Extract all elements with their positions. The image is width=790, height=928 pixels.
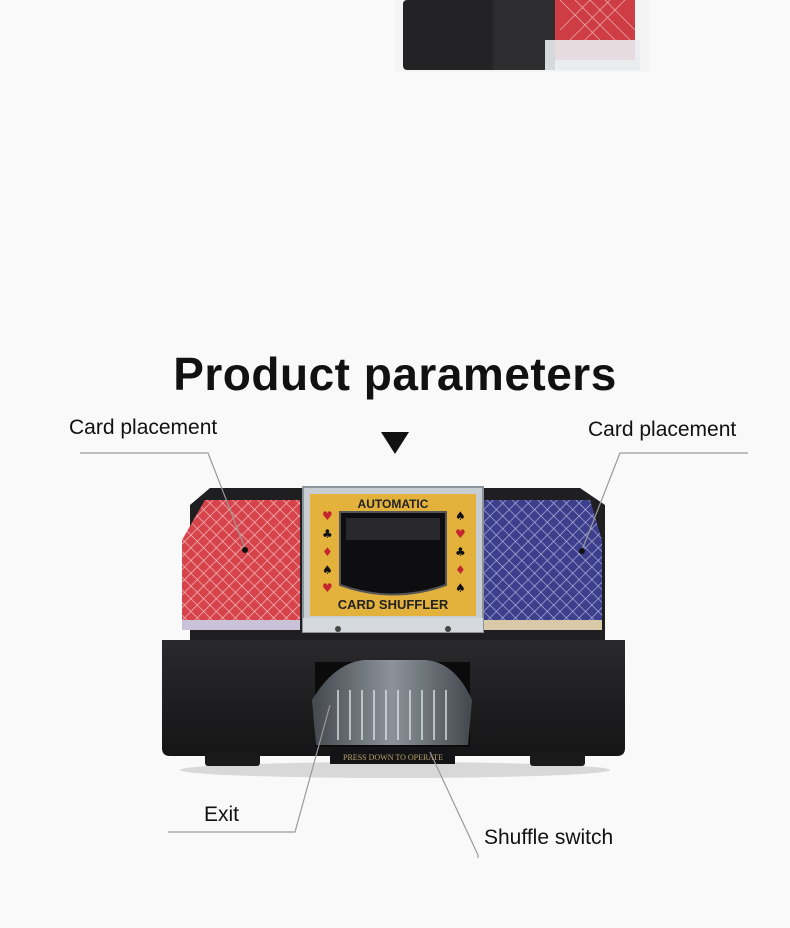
leader-exit <box>168 704 331 833</box>
callout-right-card-placement: Card placement <box>588 418 737 441</box>
brand-line-text: AUTOMATIC <box>358 497 429 511</box>
svg-text:♠: ♠ <box>455 581 466 595</box>
card-chute <box>312 660 472 745</box>
svg-text:♣: ♣ <box>455 545 466 559</box>
svg-text:♦: ♦ <box>322 545 333 559</box>
svg-text:♥: ♥ <box>322 509 333 523</box>
switch-label-text: PRESS DOWN TO OPERATE <box>343 753 443 762</box>
device-name-text: CARD SHUFFLER <box>338 597 449 612</box>
callout-shuffle-switch: Shuffle switch <box>484 826 614 849</box>
leader-shuffle-switch <box>429 751 479 858</box>
blue-card-deck <box>478 500 602 625</box>
svg-text:♦: ♦ <box>455 563 466 577</box>
svg-text:♣: ♣ <box>322 527 333 541</box>
top-product-photo <box>395 0 650 72</box>
svg-text:♥: ♥ <box>322 581 333 595</box>
red-card-deck <box>182 500 300 625</box>
svg-text:♠: ♠ <box>455 509 466 523</box>
callout-left-card-placement: Card placement <box>69 416 218 439</box>
callout-exit: Exit <box>204 803 240 826</box>
down-arrow-icon <box>381 432 409 454</box>
leader-left-placement <box>80 452 246 549</box>
svg-text:♠: ♠ <box>322 563 333 577</box>
page-title: Product parameters <box>173 347 617 400</box>
leader-right-placement <box>581 452 748 551</box>
svg-text:♥: ♥ <box>455 527 466 541</box>
